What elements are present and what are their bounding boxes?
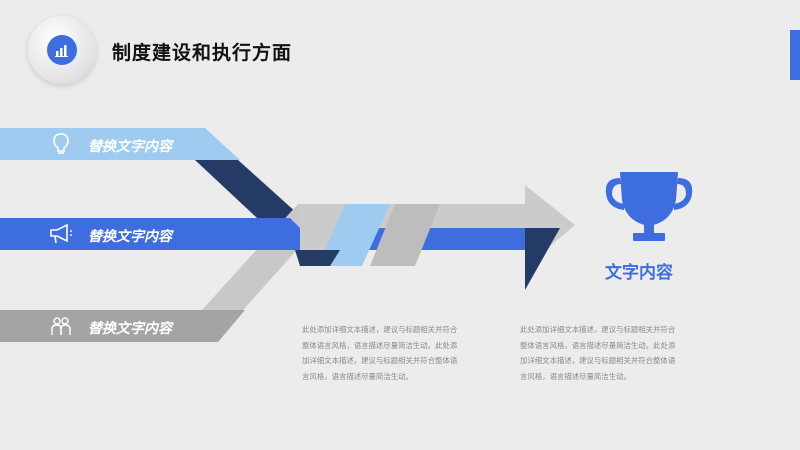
ribbon-bottom-label: 替换文字内容 xyxy=(88,321,172,337)
page-title: 制度建设和执行方面 xyxy=(112,42,293,64)
header-badge-inner xyxy=(47,35,77,65)
ribbon-top-label: 替换文字内容 xyxy=(88,139,172,155)
ribbon-middle xyxy=(0,218,300,250)
text-block-left: 此处添加详细文本描述，建议与标题相关并符合整体语言风格，语言描述尽量简洁生动。此… xyxy=(302,325,458,381)
trophy-icon xyxy=(605,172,693,241)
megaphone-icon xyxy=(50,223,72,244)
twist-navy xyxy=(295,250,340,266)
bar-chart-icon xyxy=(55,45,68,57)
people-icon xyxy=(51,317,71,335)
header-badge xyxy=(28,16,96,84)
ribbon-top xyxy=(0,128,240,160)
connector-navy xyxy=(195,160,318,232)
lightbulb-icon xyxy=(53,133,69,154)
arrow-navy-tip xyxy=(525,228,560,290)
text-block-right: 此处添加详细文本描述，建议与标题相关并符合整体语言风格，语言描述尽量简洁生动。此… xyxy=(520,325,676,381)
ribbon-middle-label: 替换文字内容 xyxy=(88,229,172,245)
trophy-label: 文字内容 xyxy=(605,263,673,283)
accent-bar xyxy=(790,30,800,80)
twist-gray xyxy=(370,204,440,266)
